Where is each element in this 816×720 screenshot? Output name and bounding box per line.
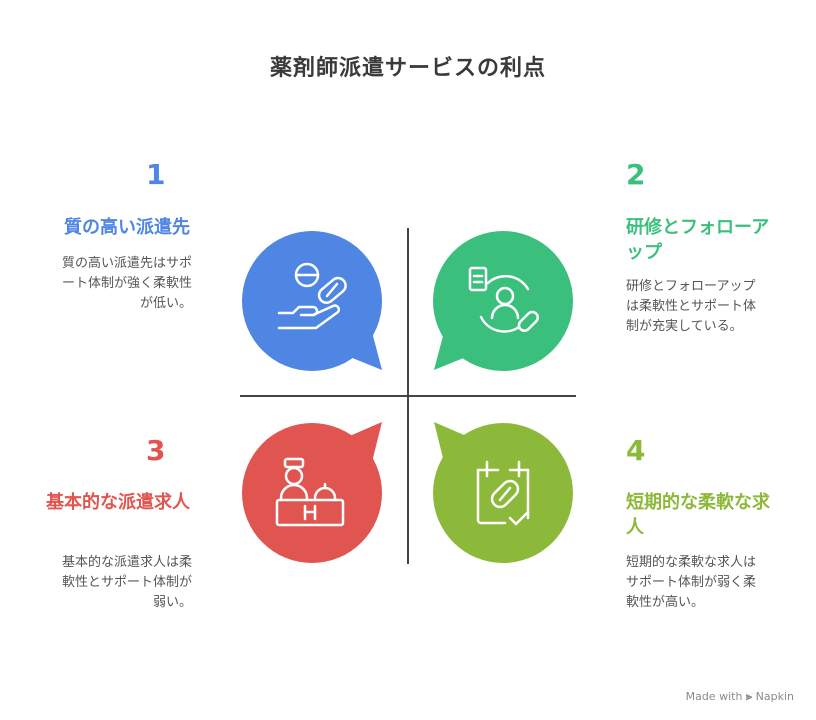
napkin-credit[interactable]: Made with ⪢ Napkin	[686, 690, 794, 704]
quadrant-2-bubble	[433, 231, 573, 371]
quadrant-1-number: 1	[146, 158, 166, 191]
pharmacist-with-pills-icon	[468, 266, 539, 333]
page-title: 薬剤師派遣サービスの利点	[269, 56, 546, 81]
quadrant-2-description: 研修とフォローアップは柔軟性とサポート体制が充実している。	[626, 279, 757, 334]
quadrant-1-bubble	[242, 231, 382, 371]
quadrant-4-heading: 短期的な柔軟な求人	[626, 492, 770, 538]
quadrant-4-number: 4	[626, 434, 646, 467]
quadrant-1-heading: 質の高い派遣先	[64, 217, 190, 238]
quadrant-2-number: 2	[626, 158, 646, 191]
quadrant-3-bubble	[242, 422, 382, 563]
napkin-logo-icon: ⪢	[745, 690, 753, 703]
quadrant-1-description: 質の高い派遣先はサポート体制が強く柔軟性が低い。	[61, 256, 192, 311]
made-with-label: Made with	[685, 690, 743, 703]
pills-on-hand-icon	[277, 262, 347, 330]
brand-label: Napkin	[755, 690, 794, 703]
pharmacy-counter-icon	[275, 457, 345, 527]
quadrant-4-bubble	[433, 422, 573, 563]
quadrant-3-number: 3	[146, 434, 166, 467]
quadrant-2-heading: 研修とフォローアップ	[626, 217, 770, 263]
pill-in-calendar-icon	[476, 460, 530, 526]
quadrant-3-heading: 基本的な派遣求人	[46, 492, 190, 513]
quadrant-4-description: 短期的な柔軟な求人はサポート体制が弱く柔軟性が高い。	[626, 555, 757, 610]
quadrant-3-description: 基本的な派遣求人は柔軟性とサポート体制が弱い。	[61, 555, 192, 610]
